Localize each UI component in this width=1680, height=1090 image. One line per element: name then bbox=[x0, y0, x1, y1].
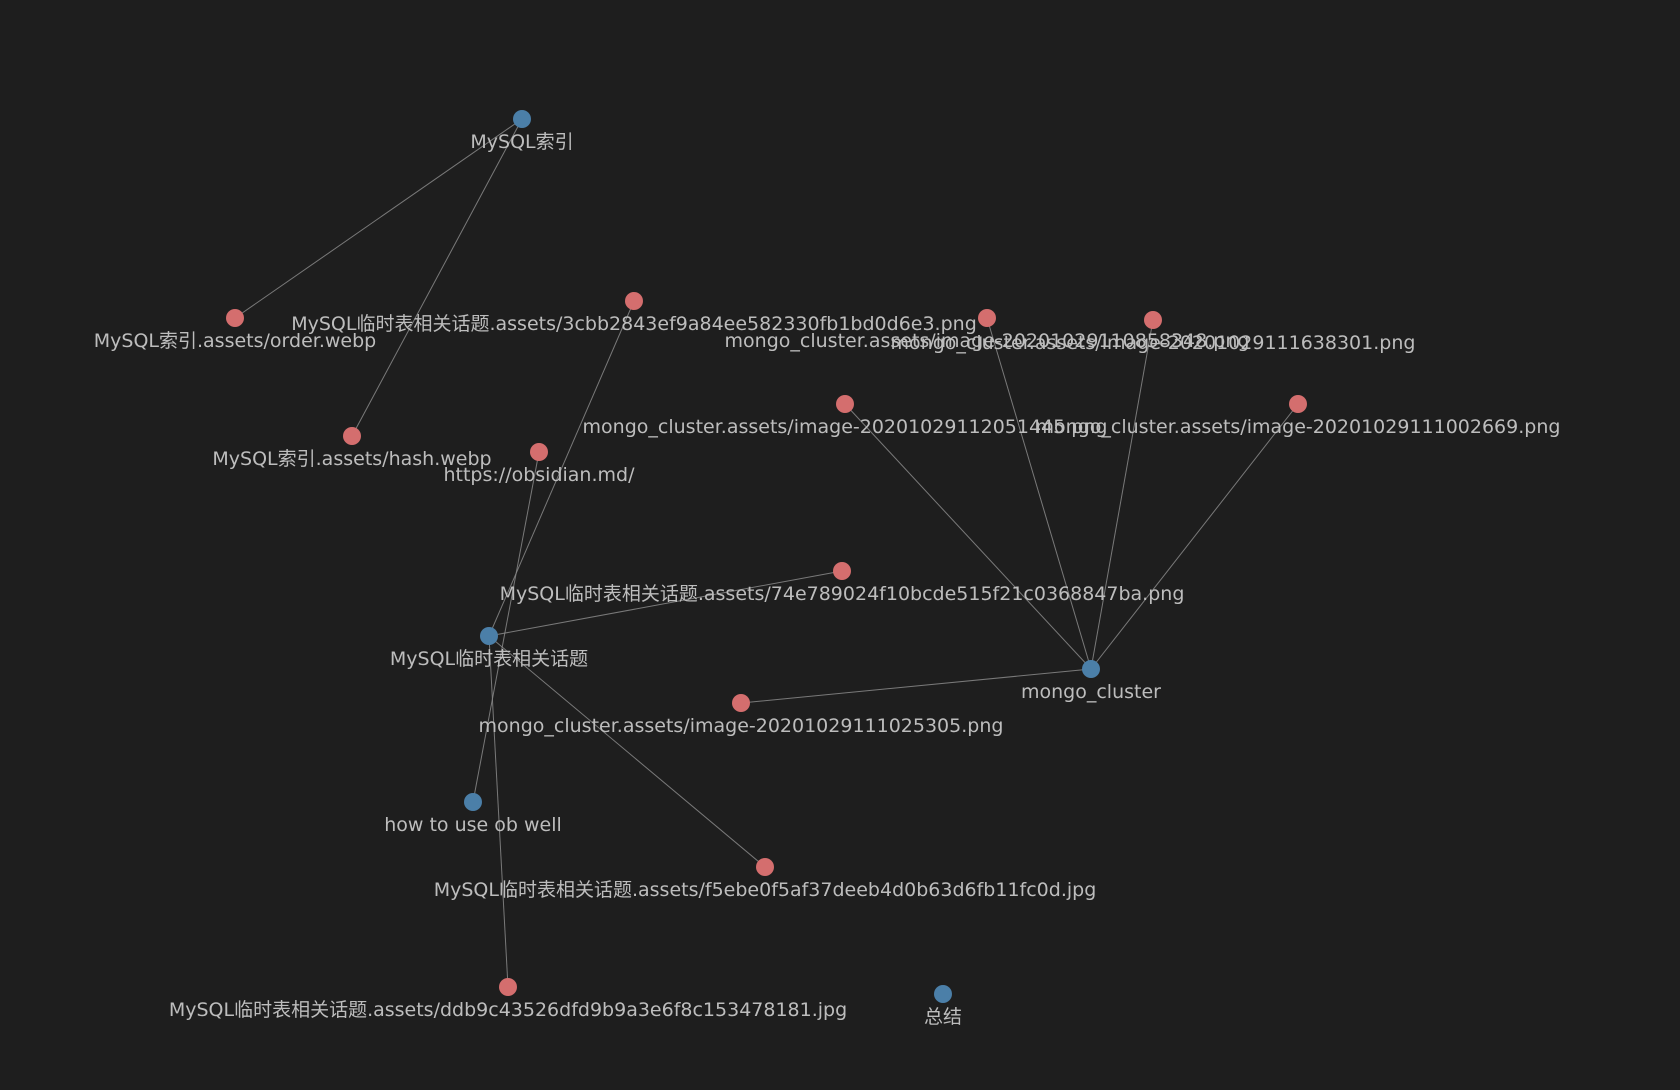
graph-node-label: MySQL临时表相关话题.assets/ddb9c43526dfd9b9a3e6… bbox=[169, 999, 847, 1021]
graph-node-label: MySQL索引.assets/order.webp bbox=[94, 330, 376, 352]
graph-node-mysql-temp-f5eb[interactable]: MySQL临时表相关话题.assets/f5ebe0f5af37deeb4d0b… bbox=[434, 858, 1097, 901]
attachment-node-dot[interactable] bbox=[343, 427, 361, 445]
graph-node-label: 总结 bbox=[924, 1006, 962, 1028]
graph-edges bbox=[234, 118, 1299, 988]
graph-edge-mongo-cluster-to-mongo-img-1638 bbox=[1090, 319, 1154, 670]
graph-node-label: mongo_cluster bbox=[1021, 681, 1161, 703]
attachment-node-dot[interactable] bbox=[836, 395, 854, 413]
attachment-node-dot[interactable] bbox=[1289, 395, 1307, 413]
graph-edge-how-to-use-ob-to-obsidian-url bbox=[472, 451, 540, 803]
attachment-node-dot[interactable] bbox=[978, 309, 996, 327]
graph-edge-mongo-cluster-to-mongo-img-0858 bbox=[986, 317, 1092, 670]
graph-edge-mongo-cluster-to-mongo-img-1025 bbox=[740, 668, 1092, 704]
note-node-dot[interactable] bbox=[1082, 660, 1100, 678]
graph-edge-mongo-cluster-to-mongo-img-2051 bbox=[844, 403, 1092, 670]
attachment-node-dot[interactable] bbox=[625, 292, 643, 310]
graph-node-label: MySQL临时表相关话题.assets/74e789024f10bcde515f… bbox=[500, 583, 1185, 605]
note-node-dot[interactable] bbox=[480, 627, 498, 645]
graph-node-label: MySQL索引 bbox=[470, 131, 573, 153]
graph-node-mongo-img-1025[interactable]: mongo_cluster.assets/image-2020102911102… bbox=[479, 694, 1004, 737]
graph-node-label: MySQL临时表相关话题.assets/f5ebe0f5af37deeb4d0b… bbox=[434, 879, 1097, 901]
attachment-node-dot[interactable] bbox=[756, 858, 774, 876]
graph-node-mysql-temp[interactable]: MySQL临时表相关话题 bbox=[390, 627, 588, 670]
graph-node-mysql-temp-3cbb[interactable]: MySQL临时表相关话题.assets/3cbb2843ef9a84ee5823… bbox=[291, 292, 977, 335]
graph-node-mongo-img-1638[interactable]: mongo_cluster.assets/image-2020102911163… bbox=[891, 311, 1416, 354]
graph-edge-mysql-temp-to-mysql-temp-74e7 bbox=[488, 570, 843, 637]
graph-edge-mysql-temp-to-mysql-temp-3cbb bbox=[488, 300, 635, 637]
graph-node-label: mongo_cluster.assets/image-2020102911085… bbox=[725, 330, 1250, 352]
graph-node-label: MySQL索引.assets/hash.webp bbox=[212, 448, 491, 470]
note-node-dot[interactable] bbox=[513, 110, 531, 128]
graph-node-mysql-index-hash[interactable]: MySQL索引.assets/hash.webp bbox=[212, 427, 492, 470]
graph-edge-mongo-cluster-to-mongo-img-1002 bbox=[1090, 403, 1299, 670]
graph-node-label: mongo_cluster.assets/image-2020102911205… bbox=[583, 416, 1108, 438]
attachment-node-dot[interactable] bbox=[1144, 311, 1162, 329]
note-node-dot[interactable] bbox=[464, 793, 482, 811]
note-node-dot[interactable] bbox=[934, 985, 952, 1003]
graph-node-mysql-temp-ddb9[interactable]: MySQL临时表相关话题.assets/ddb9c43526dfd9b9a3e6… bbox=[169, 978, 847, 1021]
graph-node-how-to-use-ob[interactable]: how to use ob well bbox=[384, 793, 562, 836]
attachment-node-dot[interactable] bbox=[833, 562, 851, 580]
graph-node-label: mongo_cluster.assets/image-2020102911163… bbox=[891, 332, 1416, 354]
graph-node-mongo-img-0858[interactable]: mongo_cluster.assets/image-2020102911085… bbox=[725, 309, 1250, 352]
graph-node-label: MySQL临时表相关话题 bbox=[390, 648, 588, 670]
graph-node-mongo-cluster[interactable]: mongo_cluster bbox=[1021, 660, 1161, 703]
attachment-node-dot[interactable] bbox=[226, 309, 244, 327]
graph-node-label: mongo_cluster.assets/image-2020102911102… bbox=[479, 715, 1004, 737]
graph-nodes: MySQL索引 MySQL索引.assets/order.webpMySQL索引.… bbox=[94, 110, 1561, 1028]
graph-node-mysql-temp-74e7[interactable]: MySQL临时表相关话题.assets/74e789024f10bcde515f… bbox=[500, 562, 1185, 605]
graph-node-label: MySQL临时表相关话题.assets/3cbb2843ef9a84ee5823… bbox=[291, 313, 977, 335]
graph-node-mongo-img-2051[interactable]: mongo_cluster.assets/image-2020102911205… bbox=[583, 395, 1108, 438]
graph-edge-mysql-temp-to-mysql-temp-ddb9 bbox=[488, 635, 509, 988]
graph-node-mysql-index-order[interactable]: MySQL索引.assets/order.webp bbox=[94, 309, 376, 352]
graph-node-label: mongo_cluster.assets/image-2020102911100… bbox=[1036, 416, 1561, 438]
graph-node-mongo-img-1002[interactable]: mongo_cluster.assets/image-2020102911100… bbox=[1036, 395, 1561, 438]
attachment-node-dot[interactable] bbox=[499, 978, 517, 996]
graph-edge-mysql-index-to-mysql-index-hash bbox=[351, 118, 523, 437]
graph-node-obsidian-url[interactable]: https://obsidian.md/ bbox=[443, 443, 635, 486]
graph-node-summary[interactable]: 总结 bbox=[924, 985, 962, 1028]
graph-node-mysql-index[interactable]: MySQL索引 bbox=[470, 110, 574, 153]
graph-edge-mysql-temp-to-mysql-temp-f5eb bbox=[488, 635, 766, 868]
graph-edge-mysql-index-to-mysql-index-order bbox=[234, 118, 523, 319]
attachment-node-dot[interactable] bbox=[530, 443, 548, 461]
attachment-node-dot[interactable] bbox=[732, 694, 750, 712]
graph-node-label: how to use ob well bbox=[384, 814, 562, 836]
graph-node-label: https://obsidian.md/ bbox=[443, 464, 635, 486]
